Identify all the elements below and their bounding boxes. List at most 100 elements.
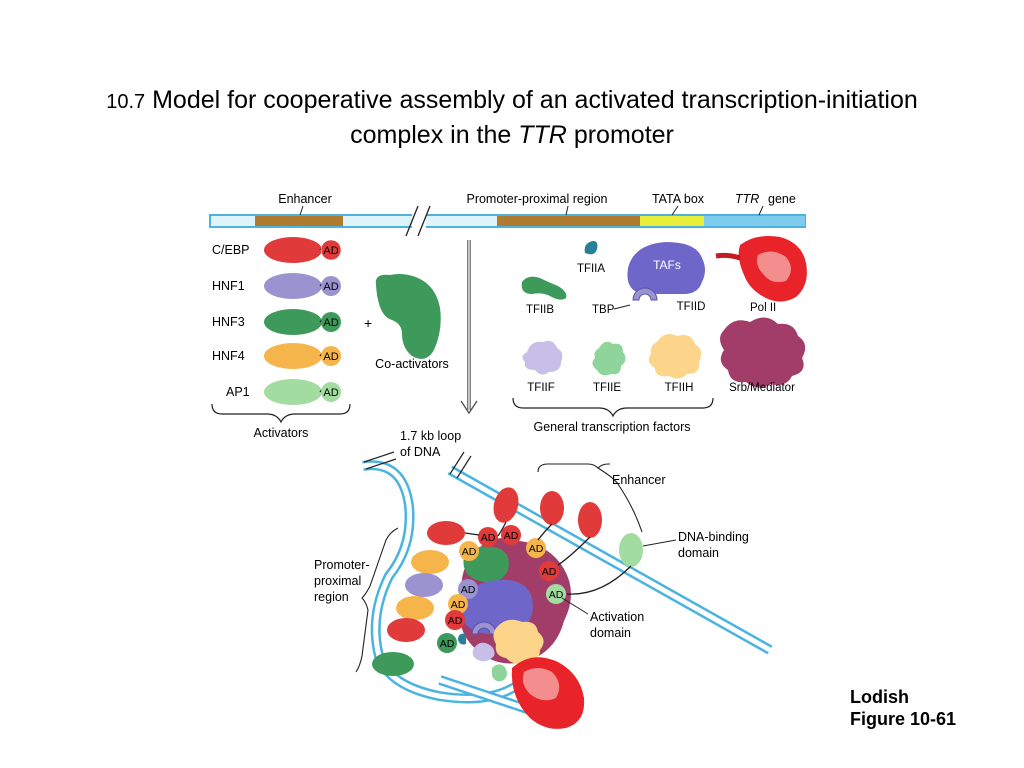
tfiib-label: TFIIB <box>526 304 554 316</box>
dna-binding-domain-shape <box>264 309 322 335</box>
activation-domain-shape <box>321 346 341 366</box>
tata-box-segment <box>640 216 704 226</box>
activator-name: C/EBP <box>212 243 250 257</box>
promoter-proximal-label: Promoter-proximal region <box>466 192 607 206</box>
activator-name: HNF1 <box>212 279 245 293</box>
ad-label: AD <box>461 584 476 596</box>
activator-hnf3: HNF3 AD <box>212 309 341 335</box>
tfiif-label: TFIIF <box>527 382 554 394</box>
promoter-activator-shape <box>427 521 465 545</box>
ad-label: AD <box>323 317 338 329</box>
promoter-label-line1: Promoter- <box>314 558 370 572</box>
tbp-shape <box>632 287 658 301</box>
enhancer-activator-shape <box>540 491 564 525</box>
loop-break-mark <box>363 451 395 463</box>
loop-label-line1: 1.7 kb loop <box>400 429 461 443</box>
ad-label: AD <box>462 546 477 558</box>
dna-break-mark <box>417 205 431 237</box>
ad-label: AD <box>448 615 463 627</box>
ad-label: AD <box>542 566 557 578</box>
dna-binding-label-line1: DNA-binding <box>678 530 749 544</box>
mediator-shape <box>720 317 806 388</box>
activator-cebp: C/EBP AD <box>212 237 342 263</box>
promoter-label-line2: proximal <box>314 574 361 588</box>
dna-binding-domain-shape <box>264 273 322 299</box>
tfiie-shape <box>592 341 626 376</box>
complex-enhancer-label: Enhancer <box>612 473 666 487</box>
ad-label: AD <box>323 351 338 363</box>
activators-brace <box>211 403 351 424</box>
ad-label: AD <box>549 589 564 601</box>
tfiih-label: TFIIH <box>665 382 694 394</box>
promoter-proximal-segment <box>497 216 640 226</box>
activators-group-label: Activators <box>254 426 309 440</box>
title-number: 10.7 <box>106 91 146 113</box>
enhancer-activator-shape <box>493 487 519 523</box>
gene-suffix-label: gene <box>768 192 796 206</box>
ad-label: AD <box>323 281 338 293</box>
activator-name: AP1 <box>226 385 250 399</box>
activator-hnf4: HNF4 AD <box>212 343 341 369</box>
tfiid-label: TFIID <box>677 301 706 313</box>
ad-label: AD <box>440 638 455 650</box>
activator-hnf1: HNF1 AD <box>212 273 341 299</box>
tbp-label: TBP <box>592 304 615 316</box>
tfiih-shape <box>648 334 702 379</box>
mediator-label: Srb/Mediator <box>729 382 795 394</box>
gene-name-label: TTR <box>735 192 759 206</box>
enhancer-activator-shape <box>578 502 602 538</box>
title-line2-post: promoter <box>573 121 674 149</box>
tfiib-shape <box>521 276 567 300</box>
gtf-group-label: General transcription factors <box>533 420 690 434</box>
dna-map: Enhancer Promoter-proximal region TATA b… <box>209 192 806 237</box>
ad-label: AD <box>529 543 544 555</box>
activation-label-line2: domain <box>590 626 631 640</box>
tfiif-shape <box>522 340 563 375</box>
citation-figure: Figure 10-61 <box>850 709 957 729</box>
general-factors: TFIIA TFIIB TAFs TBP TFIID Pol II TFIIF … <box>512 236 807 434</box>
assembled-complex: AD AD AD AD AD AD AD AD AD AD 1.7 kb <box>314 429 773 729</box>
complex-tfiih-shape <box>493 619 544 664</box>
title-gene-name: TTR <box>518 121 567 149</box>
dna-binding-domain-shape <box>264 379 322 405</box>
activator-name: HNF3 <box>212 315 245 329</box>
activation-label-line1: Activation <box>590 610 644 624</box>
activation-domain-shape <box>320 239 342 261</box>
tfiie-label: TFIIE <box>593 382 621 394</box>
pol2-tail <box>715 252 741 261</box>
pol2-label: Pol II <box>750 302 776 314</box>
ad-label: AD <box>323 245 338 257</box>
loop-label-line2: of DNA <box>400 445 441 459</box>
activation-domain-shape <box>321 276 341 296</box>
dna-binding-label-line2: domain <box>678 546 719 560</box>
tfiia-label: TFIIA <box>577 263 605 275</box>
coactivator-shape <box>375 274 441 359</box>
citation-author: Lodish <box>850 687 909 707</box>
activation-domain-cluster: AD AD AD AD AD AD AD AD AD AD <box>437 525 566 653</box>
enhancer-activator-shape <box>619 533 643 567</box>
dna-break-mark <box>405 205 419 237</box>
enhancer-segment <box>255 216 343 226</box>
dna-binding-domain-shape <box>264 237 322 263</box>
enhancer-label: Enhancer <box>278 192 332 206</box>
title-line2-pre: complex in the <box>350 121 512 149</box>
gene-segment <box>704 216 805 226</box>
ad-label: AD <box>504 530 519 542</box>
gtf-brace <box>512 397 714 418</box>
ad-label: AD <box>323 387 338 399</box>
promoter-label-line3: region <box>314 590 349 604</box>
figure-citation: Lodish Figure 10-61 <box>850 686 956 730</box>
taf-label: TAFs <box>653 258 681 272</box>
ad-label: AD <box>481 532 496 544</box>
activator-list: C/EBP AD HNF1 AD HNF3 AD HNF4 AD <box>211 237 351 440</box>
activator-ap1: AP1 AD <box>226 379 341 405</box>
ad-label: AD <box>451 599 466 611</box>
slide-title: 10.7 Model for cooperative assembly of a… <box>0 84 1024 152</box>
title-line1: Model for cooperative assembly of an act… <box>152 86 918 114</box>
activation-domain-shape <box>321 312 341 332</box>
coactivators-label: Co-activators <box>375 357 449 371</box>
tfiia-shape <box>584 241 598 255</box>
plus-sign: + <box>364 315 372 331</box>
dna-binding-domain-shape <box>264 343 322 369</box>
